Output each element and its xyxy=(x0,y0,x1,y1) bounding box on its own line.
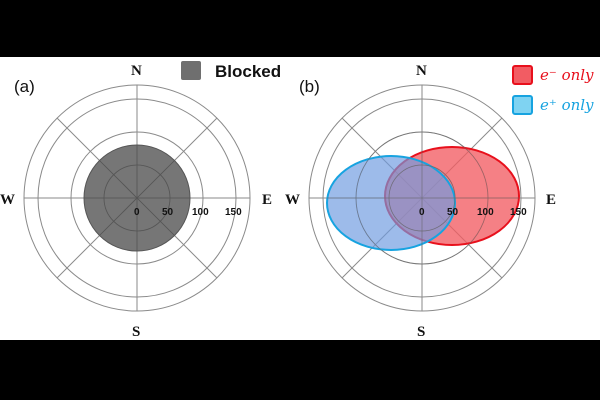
tick-label-0: 0 xyxy=(419,207,425,218)
panel-label-b: (b) xyxy=(299,77,320,96)
legend-swatch-blocked xyxy=(181,61,201,80)
legend-label-positron: e⁺ only xyxy=(540,96,594,114)
legend-label-electron: e⁻ only xyxy=(540,66,594,84)
compass-west: W xyxy=(0,192,15,208)
tick-label-150: 150 xyxy=(510,207,527,218)
compass-east: E xyxy=(262,192,272,208)
spoke-overlay xyxy=(99,160,175,236)
tick-label-100: 100 xyxy=(477,207,494,218)
compass-east: E xyxy=(546,192,556,208)
compass-south: S xyxy=(417,324,425,340)
tick-label-100: 100 xyxy=(192,207,209,218)
tick-label-50: 50 xyxy=(447,207,459,218)
compass-west: W xyxy=(285,192,300,208)
positron-region xyxy=(326,155,456,251)
panel-b: 0 50 100 150 N S E W (b) e⁻ only e⁺ only xyxy=(285,63,594,340)
compass-north: N xyxy=(131,63,142,79)
tick-label-50: 50 xyxy=(162,207,174,218)
panel-label-a: (a) xyxy=(14,77,35,96)
legend-swatch-positron xyxy=(512,95,533,115)
compass-south: S xyxy=(132,324,140,340)
panel-a: 0 50 100 150 N S E W (a) Blocked xyxy=(0,61,281,340)
tick-label-0: 0 xyxy=(134,207,140,218)
legend-label-blocked: Blocked xyxy=(215,62,281,81)
compass-north: N xyxy=(416,63,427,79)
legend-swatch-electron xyxy=(512,65,533,85)
tick-label-150: 150 xyxy=(225,207,242,218)
